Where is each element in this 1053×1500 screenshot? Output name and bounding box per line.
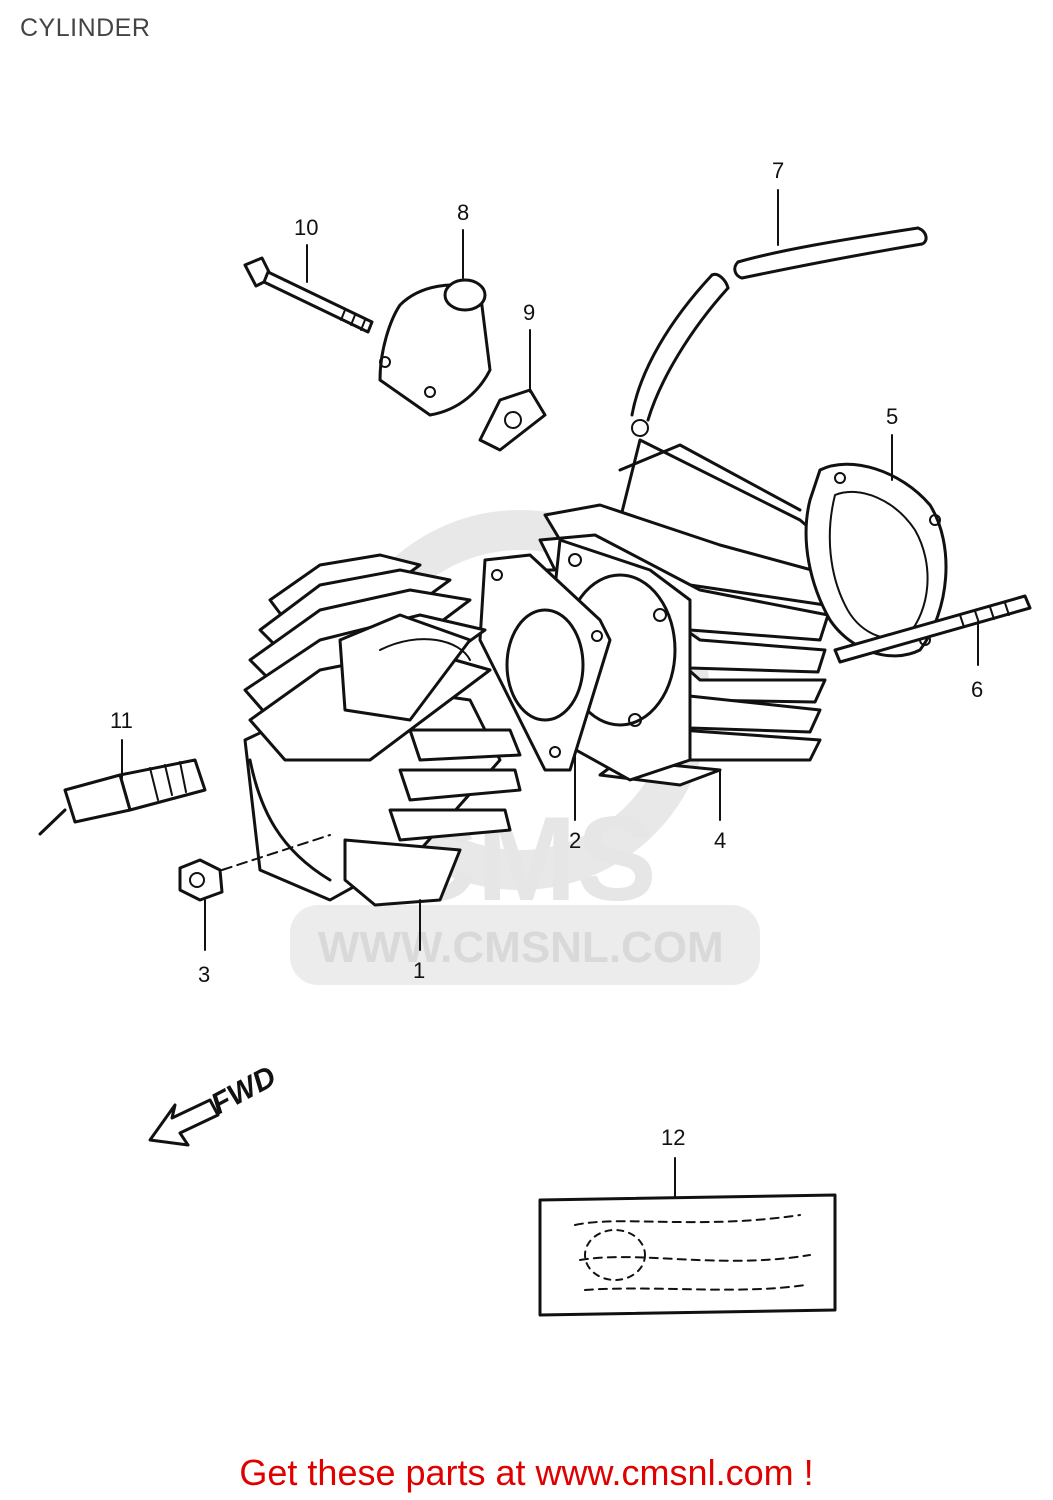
callout-12: 12 <box>661 1125 685 1150</box>
part-small-gasket <box>478 388 547 452</box>
footer-parts-link[interactable]: Get these parts at www.cmsnl.com ! <box>239 1452 814 1493</box>
callout-8: 8 <box>457 200 469 225</box>
callout-3: 3 <box>198 962 210 987</box>
callout-9: 9 <box>523 300 535 325</box>
part-bolt <box>243 256 374 334</box>
callout-5: 5 <box>886 404 898 429</box>
leader-lines <box>121 189 979 1199</box>
fwd-label: FWD <box>206 1060 282 1121</box>
part-cylinder-head <box>243 553 522 907</box>
callout-numbers: 1 2 3 4 5 6 7 8 9 10 11 12 <box>110 158 983 1150</box>
part-intake-pipe <box>378 278 492 417</box>
callout-11: 11 <box>110 708 133 733</box>
callout-10: 10 <box>294 215 318 240</box>
fwd-direction-marker: FWD <box>148 1060 282 1147</box>
callout-6: 6 <box>971 677 983 702</box>
callout-4: 4 <box>714 828 726 853</box>
callout-1: 1 <box>413 958 425 983</box>
callout-2: 2 <box>569 828 581 853</box>
watermark-url: WWW.CMSNL.COM <box>318 923 724 972</box>
part-stud-bolt <box>833 594 1032 664</box>
part-base-gasket <box>478 553 612 772</box>
part-gasket-set <box>538 1193 837 1317</box>
part-spark-plug <box>38 758 207 836</box>
part-hose <box>630 226 928 437</box>
part-nut <box>178 834 331 902</box>
page-title: CYLINDER <box>20 14 151 42</box>
callout-7: 7 <box>772 158 784 183</box>
